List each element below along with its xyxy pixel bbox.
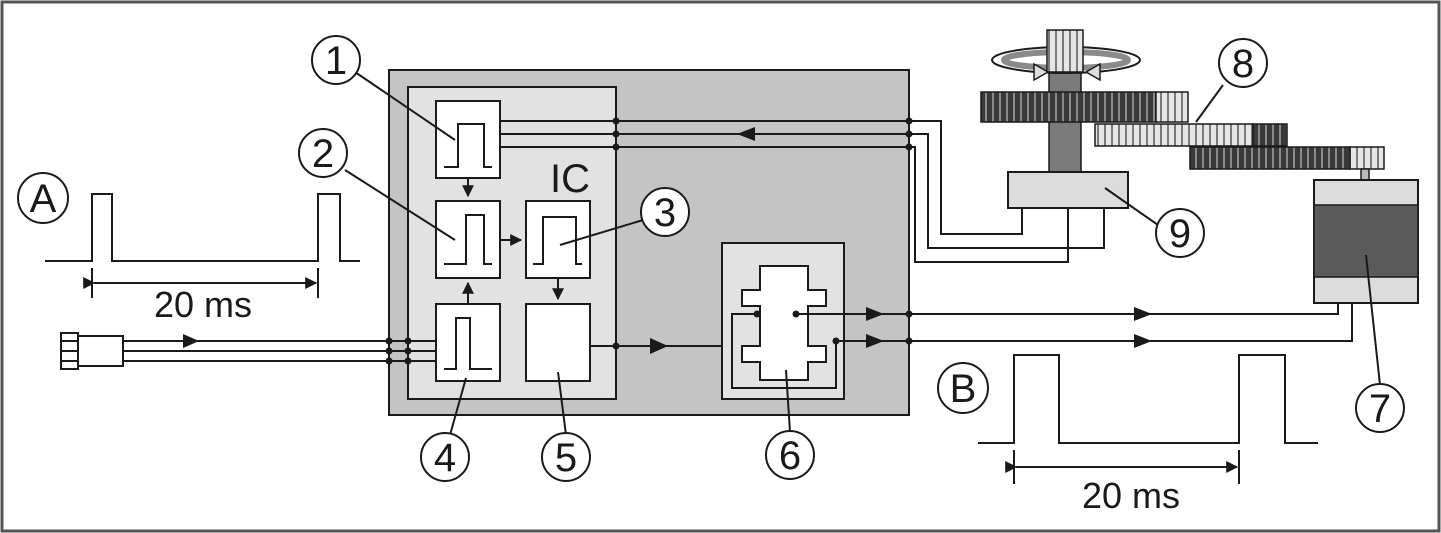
callout-7-text: 7 [1369, 387, 1391, 431]
callout-9: 9 [1155, 208, 1205, 258]
duration-text-a: 20 ms [154, 284, 252, 325]
label-b-circle [937, 362, 989, 414]
block-2-comparator [435, 200, 501, 279]
callout-6: 6 [765, 430, 815, 480]
callout-leaders [344, 71, 1381, 436]
block-6-h-bridge [721, 242, 909, 400]
callout-6-text: 6 [779, 434, 801, 478]
callout-8-text: 8 [1232, 42, 1254, 86]
block-1-feedback-pulse [435, 100, 501, 179]
signal-b: B 20 ms [937, 354, 1318, 516]
callout-3-text: 3 [654, 191, 676, 235]
feedback-wires [500, 120, 1105, 263]
block-4-input-pulse [435, 303, 501, 382]
duration-text-b: 20 ms [1082, 475, 1180, 516]
pulse-waveform-b [978, 354, 1318, 444]
callout-1-text: 1 [325, 39, 347, 83]
dc-motor [1313, 179, 1419, 304]
motor-wires [909, 303, 1353, 342]
callout-5-text: 5 [555, 436, 577, 480]
callout-2: 2 [298, 128, 348, 178]
input-wires [123, 340, 436, 362]
pulse-waveform-a [45, 193, 360, 262]
callout-7: 7 [1355, 383, 1405, 433]
gear-train [980, 29, 1385, 181]
callout-4: 4 [420, 432, 470, 482]
callout-3: 3 [640, 187, 690, 237]
label-b: B [950, 367, 977, 411]
callout-2-text: 2 [312, 132, 334, 176]
callout-8: 8 [1218, 38, 1268, 88]
potentiometer [1007, 171, 1129, 209]
signal-a: A 20 ms [17, 172, 360, 325]
block-5-driver [525, 303, 591, 382]
callout-4-text: 4 [434, 436, 456, 480]
feedback-arrow [737, 127, 755, 141]
callout-1: 1 [311, 35, 361, 85]
callout-9-text: 9 [1169, 212, 1191, 256]
label-a: A [30, 177, 57, 221]
input-arrow [183, 334, 199, 348]
label-a-circle [17, 172, 69, 224]
callout-5: 5 [541, 432, 591, 482]
output-spline [1046, 29, 1084, 73]
ic-label: IC [550, 157, 590, 201]
input-connector [60, 332, 124, 370]
